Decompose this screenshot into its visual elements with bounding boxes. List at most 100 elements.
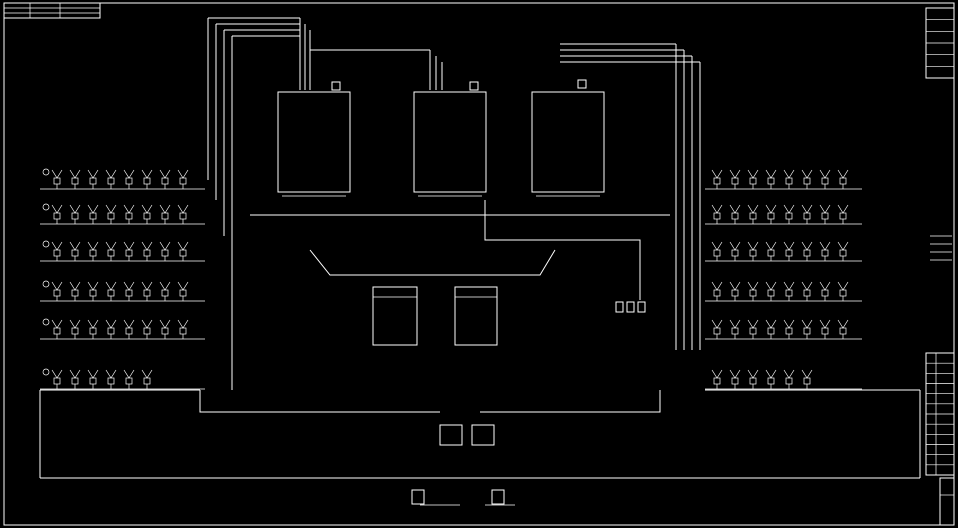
- equipment-symbol: [801, 241, 813, 261]
- equipment-symbol: [747, 281, 759, 301]
- equipment-symbol: [159, 169, 171, 189]
- equipment-symbol: [801, 204, 813, 224]
- equipment-symbol: [765, 169, 777, 189]
- equipment-symbol: [729, 241, 741, 261]
- equipment-symbol: [819, 169, 831, 189]
- drawing-border: [3, 2, 955, 526]
- equipment-symbol: [837, 281, 849, 301]
- equipment-symbol: [819, 241, 831, 261]
- equipment-symbol: [747, 319, 759, 339]
- equipment-symbol: [837, 204, 849, 224]
- equipment-symbol: [105, 241, 117, 261]
- equipment-symbol: [51, 169, 63, 189]
- unit-2: [413, 91, 487, 197]
- equipment-symbol: [765, 319, 777, 339]
- equipment-symbol: [711, 169, 723, 189]
- equipment-symbol: [729, 281, 741, 301]
- bottom-pumps: [411, 424, 515, 506]
- equipment-symbol: [87, 319, 99, 339]
- right-equipment-rows: [705, 169, 862, 390]
- equipment-symbol: [177, 241, 189, 261]
- control-panel-1: [372, 286, 418, 346]
- left-equipment-rows: [40, 168, 205, 390]
- equipment-symbol: [69, 281, 81, 301]
- equipment-symbol: [87, 369, 99, 389]
- equipment-symbol: [123, 281, 135, 301]
- equipment-symbol: [819, 281, 831, 301]
- equipment-symbol: [801, 319, 813, 339]
- equipment-symbol: [765, 204, 777, 224]
- equipment-symbol: [123, 369, 135, 389]
- equipment-symbol: [711, 241, 723, 261]
- equipment-symbol: [177, 169, 189, 189]
- equipment-symbol: [747, 241, 759, 261]
- valve-boxes: [615, 301, 646, 313]
- equipment-symbol: [765, 241, 777, 261]
- equipment-symbol: [123, 241, 135, 261]
- equipment-symbol: [819, 204, 831, 224]
- equipment-symbol: [729, 369, 741, 389]
- equipment-symbol: [765, 281, 777, 301]
- equipment-symbol: [141, 281, 153, 301]
- equipment-symbol: [69, 241, 81, 261]
- equipment-symbol: [123, 169, 135, 189]
- equipment-symbol: [51, 319, 63, 339]
- equipment-symbol: [159, 281, 171, 301]
- trunk-wiring: [39, 17, 921, 479]
- equipment-symbol: [711, 319, 723, 339]
- equipment-symbol: [141, 204, 153, 224]
- control-panel-2: [454, 286, 498, 346]
- equipment-symbol: [123, 204, 135, 224]
- equipment-symbol: [177, 319, 189, 339]
- equipment-symbol: [765, 369, 777, 389]
- equipment-symbol: [783, 204, 795, 224]
- equipment-symbol: [123, 319, 135, 339]
- instrument-boxes: [331, 79, 587, 91]
- equipment-symbol: [105, 281, 117, 301]
- side-notes: [930, 235, 952, 261]
- equipment-symbol: [729, 169, 741, 189]
- equipment-symbol: [177, 281, 189, 301]
- equipment-symbol: [747, 169, 759, 189]
- equipment-symbol: [69, 369, 81, 389]
- equipment-symbol: [51, 369, 63, 389]
- equipment-symbol: [69, 204, 81, 224]
- equipment-symbol: [87, 241, 99, 261]
- right-margin-block: [939, 477, 955, 526]
- equipment-symbol: [159, 319, 171, 339]
- equipment-symbol: [69, 169, 81, 189]
- equipment-symbol: [87, 281, 99, 301]
- equipment-symbol: [747, 369, 759, 389]
- equipment-symbol: [783, 281, 795, 301]
- equipment-symbol: [105, 319, 117, 339]
- equipment-symbol: [69, 319, 81, 339]
- unit-1: [277, 91, 351, 197]
- equipment-symbol: [801, 169, 813, 189]
- equipment-symbol: [51, 241, 63, 261]
- equipment-symbol: [141, 319, 153, 339]
- equipment-symbol: [105, 204, 117, 224]
- equipment-symbol: [177, 204, 189, 224]
- equipment-symbol: [87, 204, 99, 224]
- equipment-symbol: [105, 369, 117, 389]
- equipment-symbol: [747, 204, 759, 224]
- equipment-symbol: [783, 169, 795, 189]
- equipment-symbol: [729, 319, 741, 339]
- equipment-symbol: [51, 281, 63, 301]
- equipment-symbol: [801, 281, 813, 301]
- equipment-symbol: [159, 241, 171, 261]
- equipment-symbol: [141, 369, 153, 389]
- table-rows: [926, 19, 954, 475]
- unit-3: [531, 91, 605, 197]
- title-block: [3, 2, 101, 19]
- equipment-symbol: [801, 369, 813, 389]
- equipment-symbol: [51, 204, 63, 224]
- equipment-symbol: [783, 319, 795, 339]
- equipment-symbol: [783, 241, 795, 261]
- equipment-symbol: [837, 319, 849, 339]
- equipment-symbol: [783, 369, 795, 389]
- equipment-symbol: [711, 204, 723, 224]
- equipment-symbol: [819, 319, 831, 339]
- equipment-symbol: [141, 241, 153, 261]
